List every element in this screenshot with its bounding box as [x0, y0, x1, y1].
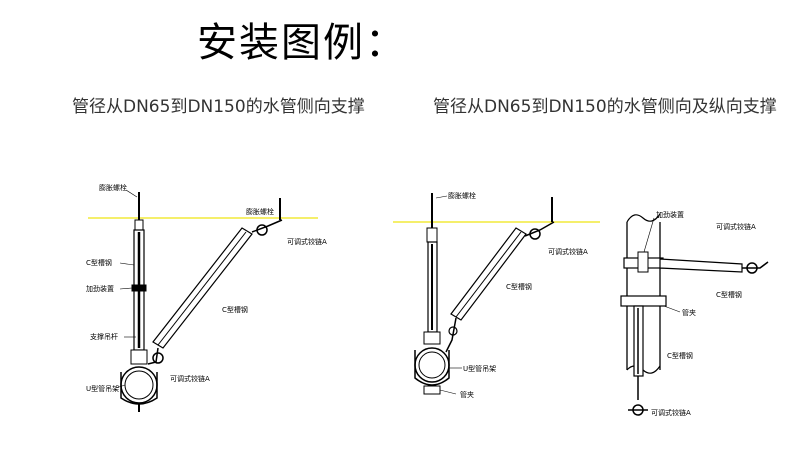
right-leader-clamp	[439, 389, 457, 395]
label-left-expansion-bolt: 膨胀螺栓	[99, 183, 127, 192]
label-long-pipe-clamp: 管夹	[682, 308, 696, 317]
left-bottom-hinge	[152, 352, 164, 364]
left-stiffener	[131, 284, 147, 292]
label-right-c-channel: C型槽钢	[506, 282, 532, 291]
label-right-u-hanger: U型管吊架	[463, 364, 496, 373]
longitudinal-side-hinge-link	[742, 261, 769, 269]
left-bolt-plate	[134, 219, 144, 231]
right-bottom-hinge	[448, 326, 458, 336]
left-top-hinge-link	[251, 219, 283, 233]
left-leader-expansion	[125, 189, 138, 198]
left-pipe-outer	[120, 366, 158, 404]
left-bottom-hinge-link	[147, 347, 159, 365]
right-top-hinge-link	[524, 221, 555, 237]
right-leader-expansion	[435, 195, 448, 199]
label-left-c-channel-diagonal: C型槽钢	[222, 305, 248, 314]
label-right-hinge: 可调式铰链A	[548, 247, 588, 256]
vertical-pipe-top-cut	[626, 213, 661, 223]
right-hanger-block	[423, 331, 441, 345]
right-pipe-outer	[414, 347, 450, 383]
left-leader-stiffener	[119, 287, 133, 290]
right-pipe-inner	[418, 351, 446, 379]
label-left-hinge-top: 可调式铰链A	[287, 237, 327, 246]
right-pipe-clamp-base	[423, 385, 441, 395]
longitudinal-stiffener-block	[637, 251, 649, 273]
right-diagonal-inner	[455, 231, 522, 318]
left-diagram-caption: 管径从DN65到DN150的水管侧向支撑	[72, 97, 365, 117]
label-right-pipe-clamp: 管夹	[460, 390, 474, 399]
label-long-stiffener: 加劲装置	[656, 210, 684, 219]
longitudinal-pipe-clamp-lower	[620, 295, 667, 307]
left-leader-channel	[119, 262, 135, 266]
label-left-c-channel: C型槽钢	[86, 258, 112, 267]
label-long-hinge-bottom: 可调式铰链A	[651, 408, 691, 417]
label-left-stiffener: 加劲装置	[86, 284, 114, 293]
label-left-support-rod: 支撑吊杆	[90, 332, 118, 341]
longitudinal-horizontal-c-channel	[659, 258, 743, 273]
left-diagonal-inner	[157, 231, 247, 346]
label-long-hinge-side: 可调式铰链A	[716, 222, 756, 231]
label-long-c-channel-lower: C型槽钢	[667, 351, 693, 360]
page-title: 安装图例：	[197, 20, 407, 66]
label-left-expansion-bolt-2: 膨胀螺栓	[246, 207, 274, 216]
longitudinal-leader-clamp	[663, 305, 681, 313]
label-right-expansion-bolt: 膨胀螺栓	[448, 191, 476, 200]
left-hanger-block	[130, 349, 148, 365]
right-diagram-longitudinal-labels: 加劲装置 可调式铰链A C型槽钢 管夹 C型槽钢 可调式铰链A	[651, 210, 756, 417]
right-diagram-lateral-labels: 膨胀螺栓 可调式铰链A C型槽钢 U型管吊架 管夹	[448, 191, 588, 399]
left-diagram	[88, 189, 318, 412]
longitudinal-leader-stiffener	[643, 217, 655, 253]
right-u-hanger	[414, 350, 450, 386]
right-bottom-hinge-chain	[445, 317, 457, 353]
label-long-c-channel-side: C型槽钢	[716, 290, 742, 299]
right-diagram-longitudinal	[620, 213, 769, 416]
right-bolt-plate	[426, 227, 438, 243]
label-left-hinge-bottom: 可调式铰链A	[170, 374, 210, 383]
right-diagram-caption: 管径从DN65到DN150的水管侧向及纵向支撑	[433, 97, 777, 117]
right-diagram-lateral	[393, 193, 600, 395]
label-left-u-hanger: U型管吊架	[86, 384, 119, 393]
left-leader-hanger	[115, 384, 126, 389]
left-diagram-labels: 膨胀螺栓 膨胀螺栓 可调式铰链A C型槽钢 加劲装置 C型槽钢 支撑吊杆 可调式…	[86, 183, 327, 393]
left-pipe-inner	[124, 370, 154, 400]
